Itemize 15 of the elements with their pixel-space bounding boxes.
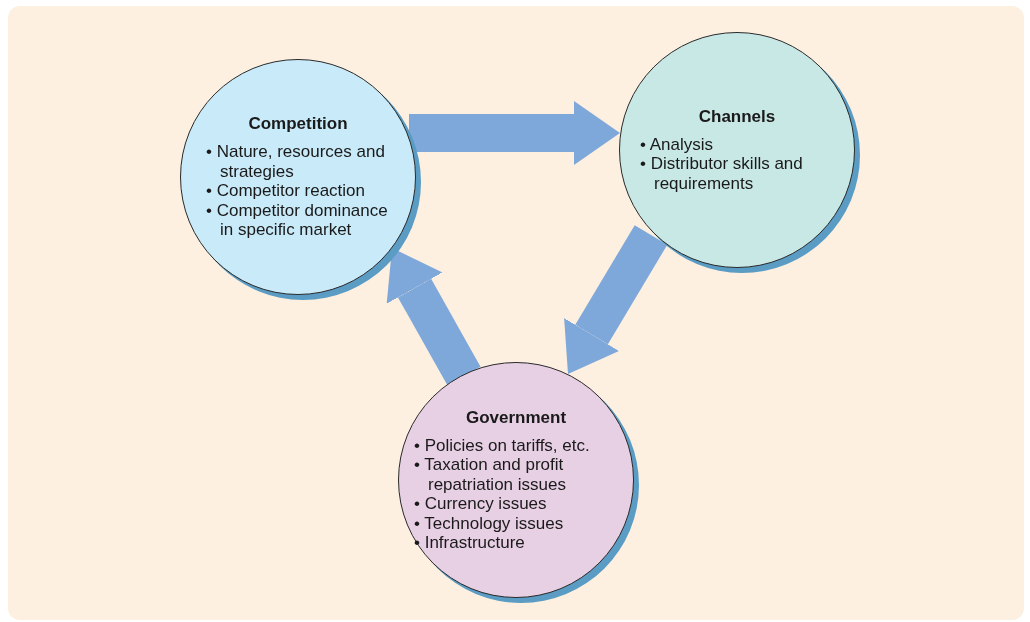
bullet-item: • Competitor dominance in specific market [206,200,389,240]
block-arrow [564,225,668,374]
circle-heading: Government [465,407,567,428]
bullet-item: • Distributor skills and requirements [640,154,804,194]
bullet-item: • Competitor reaction [206,181,367,201]
bullet-item: • Technology issues [414,513,565,533]
block-arrow [409,101,620,165]
bullet-item: • Nature, resources and strategies [206,142,386,182]
bullet-item: • Infrastructure [414,533,526,553]
bullet-item: • Currency issues [414,494,548,514]
bullet-item: • Analysis [640,134,715,155]
circle-heading: Channels [698,106,776,127]
bullet-item: • Policies on tariffs, etc. [414,435,591,455]
circle-heading: Competition [248,114,348,135]
bullet-item: • Taxation and profit repatriation issues [414,455,567,494]
